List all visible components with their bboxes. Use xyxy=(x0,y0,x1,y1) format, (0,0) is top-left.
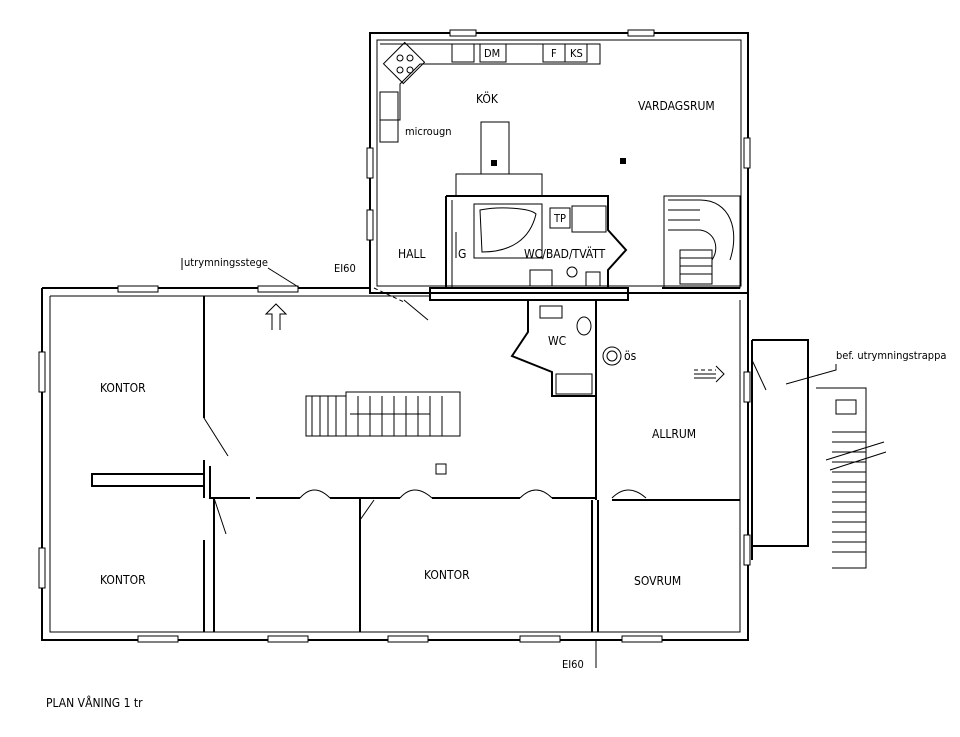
plan-title: PLAN VÅNING 1 tr xyxy=(46,695,143,710)
room-label-kontor-bottom-left: KONTOR xyxy=(100,573,146,587)
arrows xyxy=(181,258,837,668)
windows xyxy=(38,29,751,643)
room-label-kok: KÖK xyxy=(476,90,499,106)
room-labels: KÖK VARDAGSRUM microugn HALL G WC/BAD/TV… xyxy=(46,47,946,710)
room-label-allrum: ALLRUM xyxy=(652,427,696,441)
room-label-sovrum: SOVRUM xyxy=(634,574,681,588)
note-ei60-top: EI60 xyxy=(334,262,356,275)
label-os: ös xyxy=(624,349,637,363)
label-microugn: microugn xyxy=(405,125,452,138)
exterior-escape-stair xyxy=(752,339,887,569)
note-ei60-bottom: EI60 xyxy=(562,658,584,671)
doors xyxy=(203,232,767,535)
central-staircase xyxy=(305,391,461,475)
note-bef-utrymningstrappa: bef. utrymningstrappa xyxy=(836,349,946,362)
room-label-wc: WC xyxy=(548,334,566,348)
room-label-kontor-center: KONTOR xyxy=(424,568,470,582)
room-label-vardagsrum: VARDAGSRUM xyxy=(638,99,715,113)
spiral-stair xyxy=(663,195,741,289)
kitchen-counter xyxy=(379,41,626,197)
appliance-label-dm: DM xyxy=(484,47,500,60)
label-g: G xyxy=(458,247,466,261)
room-label-wc-bad-tvatt: WC/BAD/TVÄTT xyxy=(524,246,606,261)
label-tp: TP xyxy=(553,212,566,225)
bathroom-block xyxy=(445,195,628,288)
interior-walls xyxy=(91,296,753,632)
appliance-label-f: F xyxy=(551,47,557,60)
room-label-hall: HALL xyxy=(398,247,426,261)
note-utrymningsstege: utrymningsstege xyxy=(184,256,268,269)
room-label-kontor-top-left: KONTOR xyxy=(100,381,146,395)
appliance-label-ks: KS xyxy=(570,47,583,60)
outer-walls xyxy=(41,32,749,641)
